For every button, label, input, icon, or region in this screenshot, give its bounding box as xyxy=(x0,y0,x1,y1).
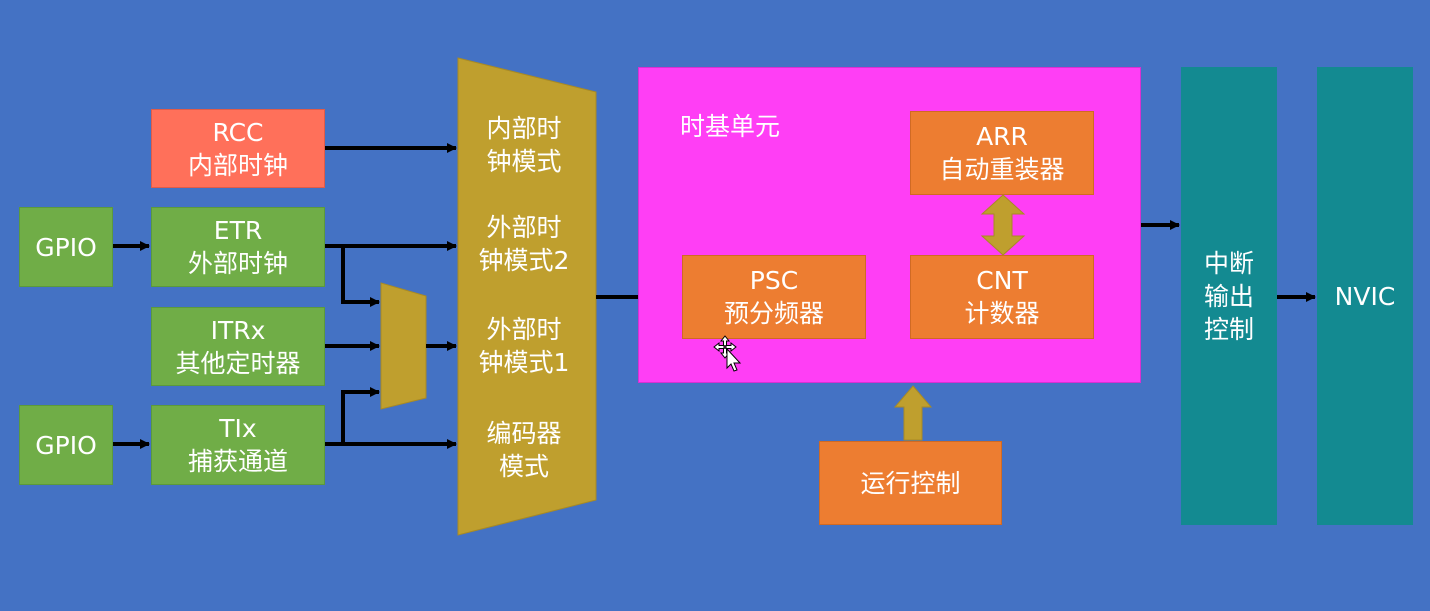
cnt-counter-block: CNT 计数器 xyxy=(910,255,1094,339)
rcc-title: RCC xyxy=(212,117,264,147)
interrupt-line3: 控制 xyxy=(1203,314,1254,344)
mode-external-clock-2-line2: 钟模式2 xyxy=(478,246,570,275)
mode-external-clock-1-line2: 钟模式1 xyxy=(478,348,570,377)
itrx-title: ITRx xyxy=(210,315,266,345)
mode-internal-clock: 内部时 钟模式 xyxy=(454,112,594,178)
arr-cnt-double-arrow xyxy=(980,194,1026,256)
move-cursor-icon xyxy=(713,335,742,372)
wire-etr-to-trigger xyxy=(341,246,380,307)
arr-subtitle: 自动重装器 xyxy=(939,155,1065,184)
tix-title: TIx xyxy=(219,414,257,443)
tix-block: TIx 捕获通道 xyxy=(151,405,325,485)
run-control-up-arrow xyxy=(893,385,933,441)
mode-encoder-line2: 模式 xyxy=(498,452,549,481)
mode-internal-clock-line2: 钟模式 xyxy=(486,147,562,176)
trigger-mux xyxy=(380,282,427,410)
mode-encoder: 编码器 模式 xyxy=(454,417,594,483)
interrupt-line1: 中断 xyxy=(1203,248,1254,278)
psc-subtitle: 预分频器 xyxy=(723,299,824,328)
clock-mode-mux xyxy=(457,57,597,536)
arr-title: ARR xyxy=(976,122,1028,151)
nvic-block: NVIC xyxy=(1317,67,1413,525)
rcc-internal-clock-block: RCC 内部时钟 xyxy=(151,109,325,188)
mode-external-clock-1: 外部时 钟模式1 xyxy=(454,313,594,379)
psc-title: PSC xyxy=(749,266,799,295)
tix-subtitle: 捕获通道 xyxy=(187,447,288,476)
itrx-block: ITRx 其他定时器 xyxy=(151,307,325,386)
gpio-bottom-block: GPIO xyxy=(19,405,113,485)
timebase-title: 时基单元 xyxy=(680,112,781,141)
mode-encoder-line1: 编码器 xyxy=(486,419,562,448)
rcc-subtitle: 内部时钟 xyxy=(187,150,288,180)
etr-subtitle: 外部时钟 xyxy=(187,249,288,278)
mode-external-clock-2: 外部时 钟模式2 xyxy=(454,211,594,277)
etr-title: ETR xyxy=(213,216,263,245)
etr-block: ETR 外部时钟 xyxy=(151,207,325,287)
mode-internal-clock-line1: 内部时 xyxy=(486,114,562,143)
gpio-bottom-label: GPIO xyxy=(35,430,97,460)
cnt-title: CNT xyxy=(976,266,1028,295)
psc-prescaler-block: PSC 预分频器 xyxy=(682,255,866,339)
gpio-top-block: GPIO xyxy=(19,207,113,287)
cnt-subtitle: 计数器 xyxy=(964,299,1040,328)
interrupt-line2: 输出 xyxy=(1203,281,1254,311)
nvic-label: NVIC xyxy=(1334,281,1396,311)
mode-external-clock-1-line1: 外部时 xyxy=(486,315,562,344)
interrupt-output-control-block: 中断 输出 控制 xyxy=(1181,67,1277,525)
arr-auto-reload-block: ARR 自动重装器 xyxy=(910,111,1094,195)
run-control-block: 运行控制 xyxy=(819,441,1002,525)
wire-tix-to-trigger xyxy=(341,387,380,444)
gpio-top-label: GPIO xyxy=(35,232,97,262)
itrx-subtitle: 其他定时器 xyxy=(175,348,301,378)
run-control-label: 运行控制 xyxy=(860,468,961,498)
mode-external-clock-2-line1: 外部时 xyxy=(486,213,562,242)
